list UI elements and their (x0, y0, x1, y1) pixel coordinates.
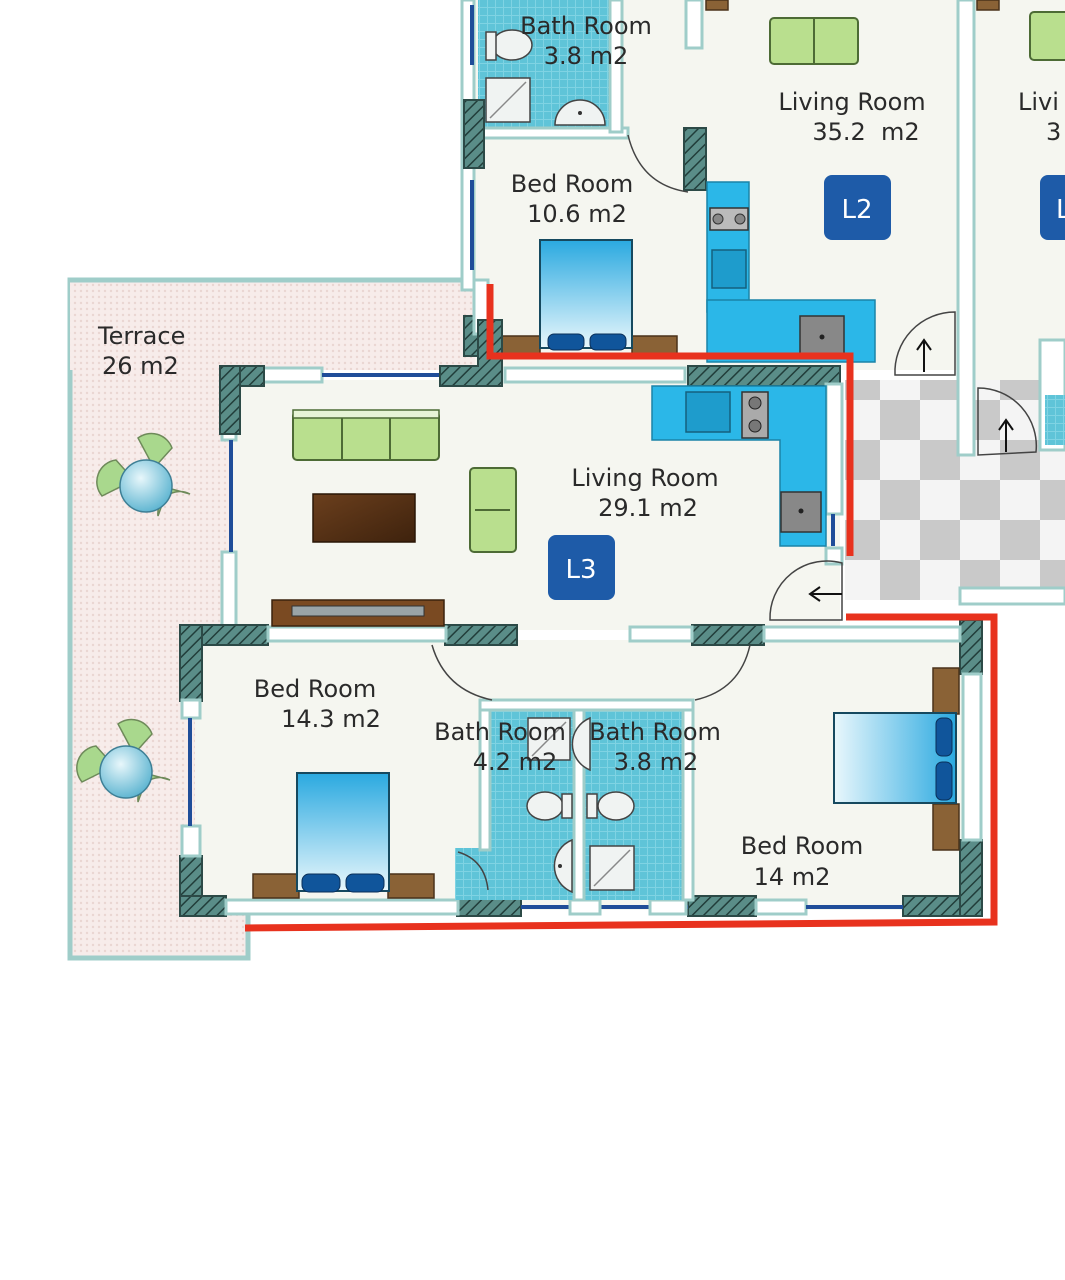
kitchen-l2 (706, 181, 876, 363)
room-name-bed-top: Bed Room (511, 170, 633, 198)
shower-icon (527, 717, 635, 891)
table-chair-icon (96, 432, 191, 517)
svg-text:L3: L3 (565, 555, 596, 585)
svg-text:L: L (1056, 195, 1065, 225)
shower-icon (485, 77, 531, 123)
room-area-bed-top: 10.6 m2 (527, 200, 627, 228)
unit-badge-l2: L2 (824, 175, 891, 240)
unit-badge-l3: L3 (548, 535, 615, 600)
sink-icon (553, 716, 591, 894)
armchair-living-l3 (469, 467, 517, 553)
svg-text:L2: L2 (841, 195, 872, 225)
room-name-bath-top: Bath Room (520, 12, 652, 40)
room-area-bed-left: 14.3 m2 (281, 705, 381, 733)
room-name-bed-left: Bed Room (254, 675, 376, 703)
terrace-area (67, 277, 475, 961)
tv-console (271, 599, 445, 627)
room-area-bath-b: 3.8 m2 (614, 748, 698, 776)
bed-left (252, 772, 435, 899)
room-area-bath-a: 4.2 m2 (473, 748, 557, 776)
sofa-right-cut (1029, 11, 1065, 61)
room-name-bed-right: Bed Room (741, 832, 863, 860)
room-area-bath-top: 3.8 m2 (544, 42, 628, 70)
sink-icon (554, 99, 606, 126)
kitchen-l3 (651, 385, 827, 547)
unit-l3 (179, 319, 983, 917)
toilet-icon (526, 791, 635, 821)
room-name-bath-b: Bath Room (589, 718, 721, 746)
sofa-l2 (769, 17, 859, 65)
room-name-living-l2: Living Room (778, 88, 925, 116)
unit-badge-right-cut: L (1040, 175, 1065, 240)
sofa-living-l3 (292, 409, 440, 461)
room-area-bed-right: 14 m2 (754, 863, 831, 891)
table-chair-icon (76, 718, 171, 803)
room-area-terrace: 26 m2 (102, 352, 179, 380)
room-name-bath-a: Bath Room (434, 718, 566, 746)
room-area-living-l2: 35.2 m2 (812, 118, 919, 146)
room-name-terrace: Terrace (97, 322, 185, 350)
room-area-living-right: 3 (1046, 118, 1061, 146)
room-name-living-right: Livi (1018, 88, 1059, 116)
toilet-icon (485, 29, 533, 61)
room-area-living-l3: 29.1 m2 (598, 494, 698, 522)
coffee-table (312, 493, 416, 543)
room-name-living-l3: Living Room (571, 464, 718, 492)
highlight-outline (244, 284, 998, 932)
bed-right (833, 667, 960, 851)
